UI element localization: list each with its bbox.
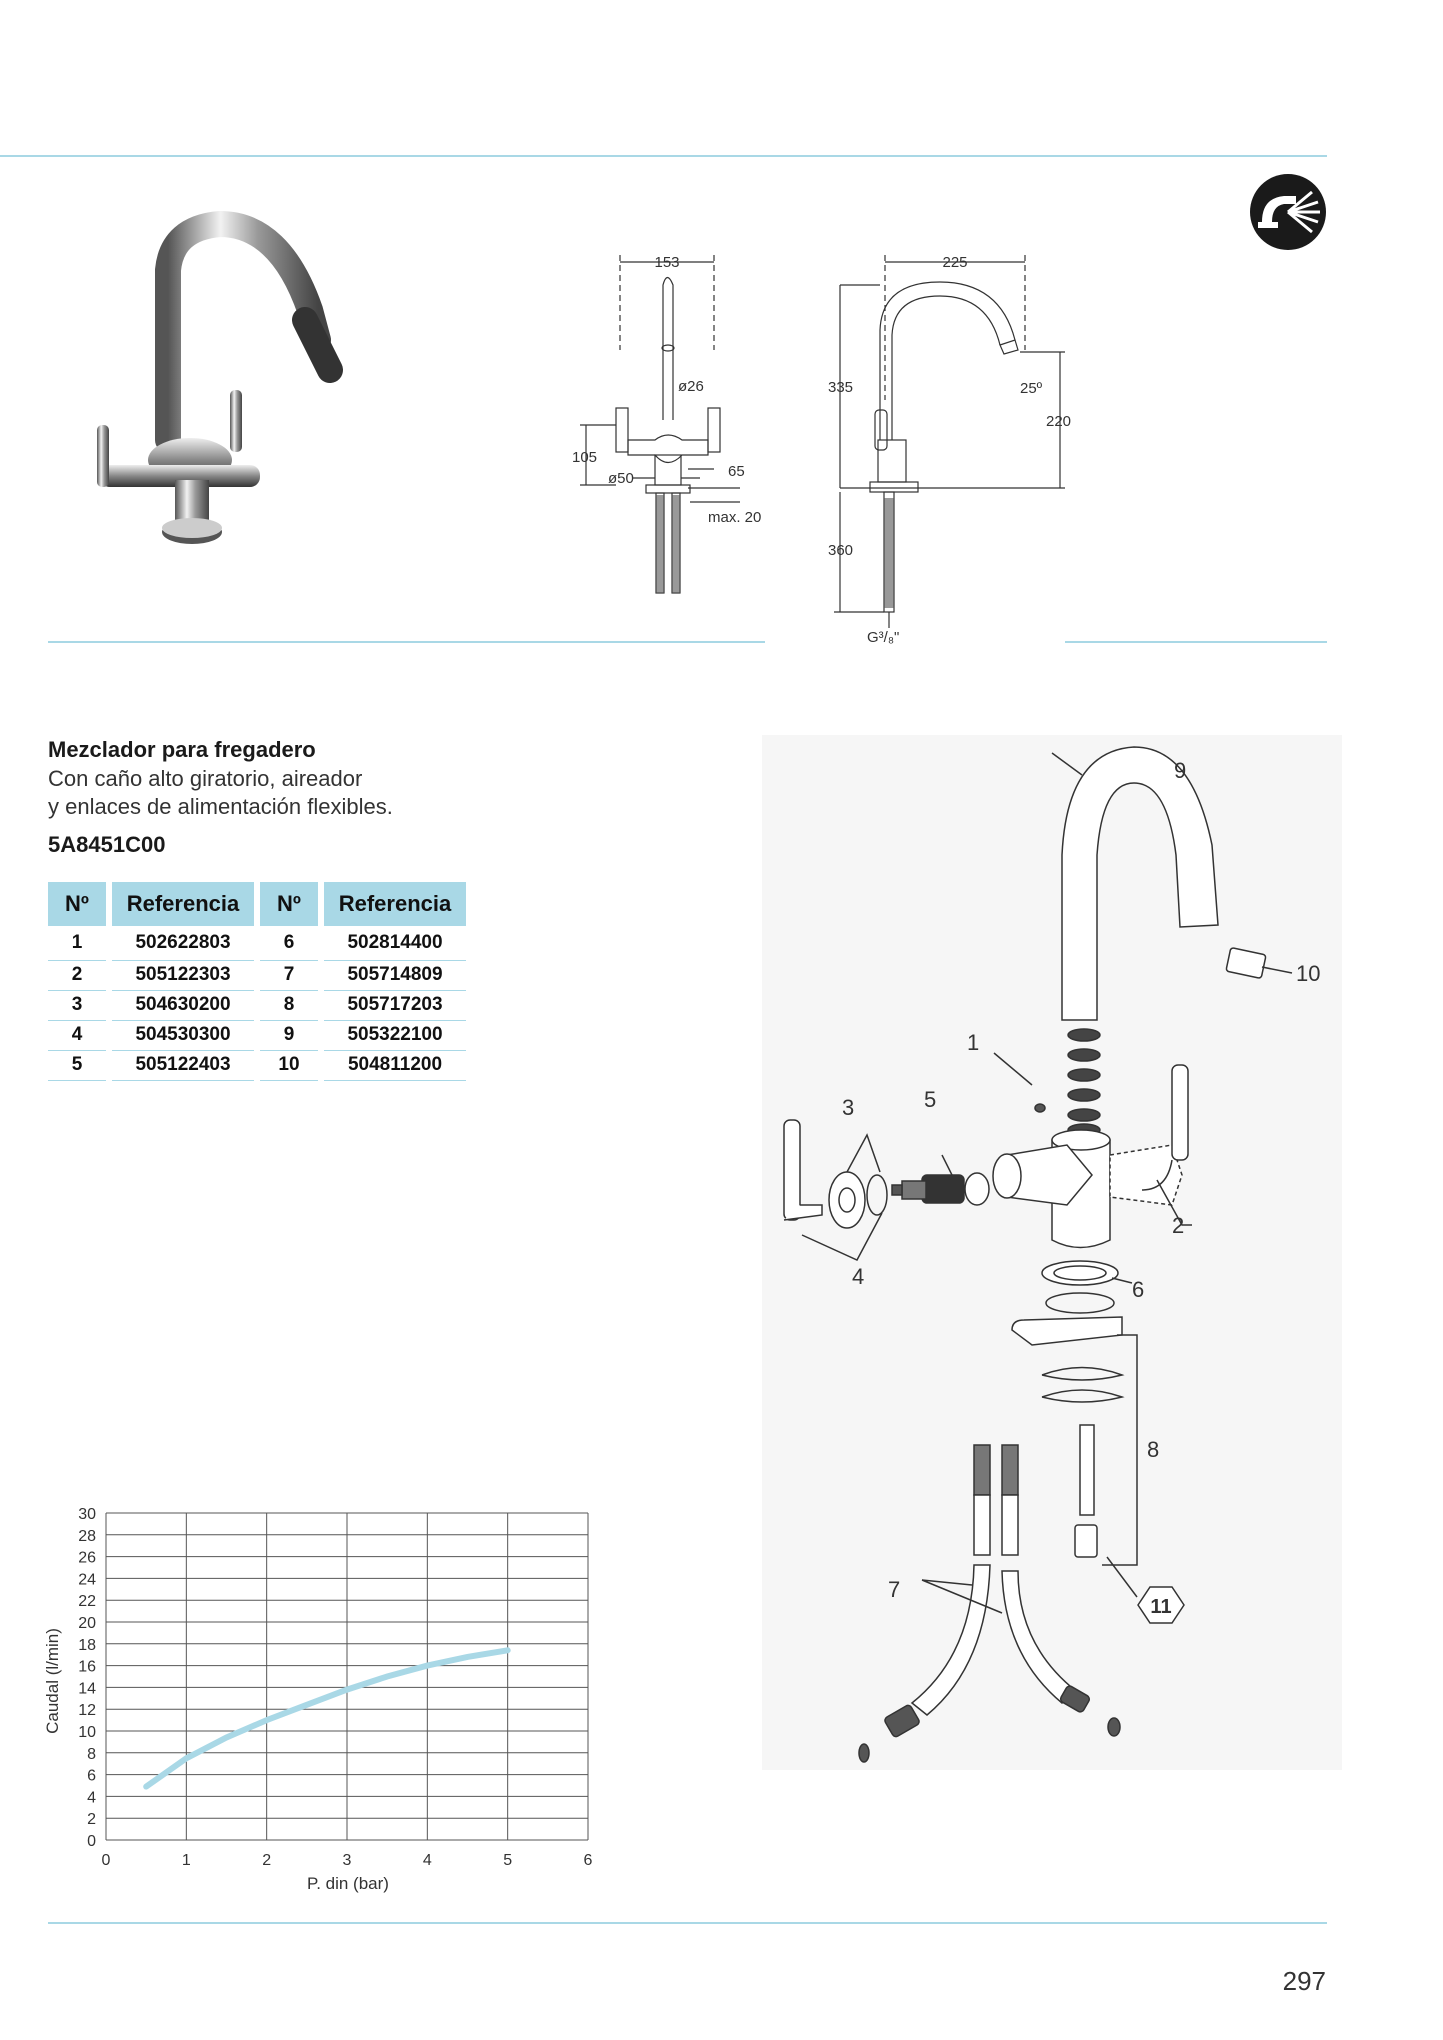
header-reference-2: Referencia [324,882,466,926]
product-code: 5A8451C00 [48,832,166,857]
chart-y-tick-label: 2 [87,1811,96,1828]
dim-spout-clearance: 220 [1046,413,1071,430]
chart-y-tick-label: 10 [78,1724,96,1741]
dim-hose-length: 360 [828,542,853,559]
chart-y-tick-label: 20 [78,1615,96,1632]
row-reference: 502622803 [112,926,254,961]
chart-y-tick-label: 16 [78,1659,96,1676]
dim-spout-diameter: ø26 [678,378,704,395]
table-row: 3 504630200 8 505717203 [48,990,466,1021]
header-number-2: Nº [260,882,318,926]
header-number-1: Nº [48,882,106,926]
table-row: 5 505122403 10 504811200 [48,1050,466,1081]
mid-rule-right [1065,641,1327,643]
chart-x-tick-label: 3 [343,1852,352,1869]
part-label-11: 11 [1150,1596,1171,1618]
parts-table: Nº Referencia Nº Referencia 1 502622803 … [48,882,466,1081]
chart-x-tick-label: 5 [503,1852,512,1869]
kitchen-faucet-icon [1250,174,1326,250]
table-row: 1 502622803 6 502814400 [48,926,466,961]
dim-handle-height: 65 [728,463,745,480]
row-reference: 505122303 [112,960,254,991]
part-label-6: 6 [1132,1277,1144,1302]
row-number: 4 [48,1020,106,1051]
chart-x-tick-label: 6 [584,1852,593,1869]
row-number: 6 [260,926,318,961]
row-number: 8 [260,990,318,1021]
chart-y-tick-label: 12 [78,1702,96,1719]
chart-x-tick-label: 4 [423,1852,432,1869]
part-label-2: 2 [1172,1213,1184,1238]
chart-x-tick-label: 2 [262,1852,271,1869]
chart-x-tick-label: 1 [182,1852,191,1869]
table-row: 4 504530300 9 505322100 [48,1020,466,1051]
product-description-line2: y enlaces de alimentación flexibles. [48,794,393,819]
chart-y-tick-label: 24 [78,1571,96,1588]
header-reference-1: Referencia [112,882,254,926]
part-label-10: 10 [1296,961,1320,986]
dim-max-thickness: max. 20 [708,509,761,526]
chart-x-axis-label: P. din (bar) [307,1874,389,1893]
top-rule [0,155,1327,157]
part-label-8: 8 [1147,1437,1159,1462]
bottom-rule [48,1922,1327,1924]
row-number: 1 [48,926,106,961]
parts-table-header: Nº Referencia Nº Referencia [48,882,466,926]
row-number: 5 [48,1050,106,1081]
mid-rule-left [48,641,765,643]
dim-reach: 225 [942,254,967,271]
dim-base-diameter: ø50 [608,470,634,487]
row-reference: 502814400 [324,926,466,961]
row-number: 3 [48,990,106,1021]
chart-y-tick-label: 18 [78,1637,96,1654]
part-label-3: 3 [842,1095,854,1120]
product-title: Mezclador para fregadero [48,737,316,762]
row-reference: 504530300 [112,1020,254,1051]
product-description-line1: Con caño alto giratorio, aireador [48,766,363,791]
row-reference: 505714809 [324,960,466,991]
part-label-5: 5 [924,1087,936,1112]
chart-y-tick-label: 8 [87,1746,96,1763]
chart-y-tick-label: 30 [78,1506,96,1523]
chart-y-tick-label: 4 [87,1789,96,1806]
chart-y-tick-label: 22 [78,1593,96,1610]
row-number: 7 [260,960,318,991]
exploded-parts-diagram: 9 10 1 5 3 2 4 6 8 7 11 [762,735,1342,1770]
row-reference: 505122403 [112,1050,254,1081]
side-dimension-drawing: 225 335 25º 220 360 G³/₈" [828,254,1071,646]
row-reference: 505322100 [324,1020,466,1051]
chart-y-tick-label: 0 [87,1833,96,1850]
chart-series-line [143,1647,511,1790]
row-number: 10 [260,1050,318,1081]
chart-y-tick-label: 14 [78,1680,96,1697]
row-reference: 504630200 [112,990,254,1021]
dim-thread: G³/₈" [867,629,899,646]
row-number: 2 [48,960,106,991]
chart-y-axis-label: Caudal (l/min) [43,1628,62,1734]
part-label-4: 4 [852,1264,864,1289]
chart-y-tick-label: 28 [78,1528,96,1545]
front-dimension-drawing: 153 ø26 105 ø50 65 max. 20 [572,254,761,594]
dim-body-height: 105 [572,449,597,466]
product-photo [97,210,343,544]
part-label-1: 1 [967,1030,979,1055]
chart-y-tick-label: 26 [78,1550,96,1567]
page-number: 297 [1282,1966,1326,1996]
row-number: 9 [260,1020,318,1051]
dim-angle: 25º [1020,380,1043,397]
chart-x-tick-label: 0 [102,1852,111,1869]
dim-width: 153 [654,254,679,271]
chart-y-tick-label: 6 [87,1768,96,1785]
row-reference: 505717203 [324,990,466,1021]
part-label-7: 7 [888,1577,900,1602]
part-label-9: 9 [1174,758,1186,783]
table-row: 2 505122303 7 505714809 [48,960,466,991]
dim-height: 335 [828,379,853,396]
row-reference: 504811200 [324,1050,466,1081]
